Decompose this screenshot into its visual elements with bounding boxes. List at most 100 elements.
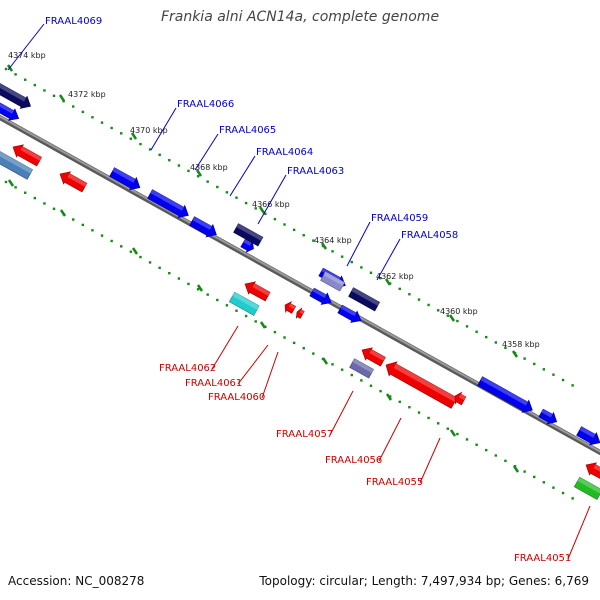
scale-dot [264,212,267,215]
gene-label: FRAAL4065 [219,125,276,136]
tick-label: 4360 kbp [440,307,478,316]
gene-highlight [369,349,386,361]
gene-label: FRAAL4058 [401,230,458,241]
scale-dot [292,341,296,345]
scale-dot [436,309,440,312]
scale-dot [158,266,161,269]
gene-label-group: FRAAL4062 [159,325,239,374]
scale-dot [129,250,133,253]
scale-dot [485,448,488,452]
scale-dot [283,223,286,226]
tick-label: 4362 kbp [376,272,414,281]
scale-dot [312,352,315,355]
gene-leader-line [237,344,269,385]
scale-dot [148,261,152,264]
scale-dot [158,153,161,156]
gene-highlight [288,303,296,310]
scale-dot [216,185,219,189]
tick-label: 4370 kbp [130,126,168,135]
gene-highlight [192,216,212,230]
gene-feature [233,223,264,247]
scale-dot [129,137,133,140]
gene-highlight [577,477,600,494]
upper-scale-row [4,67,574,387]
scale-dot [273,217,277,221]
scale-dot [24,191,27,194]
tick-mark [384,278,392,286]
scale-dot [81,110,85,114]
scale-dot [187,169,190,173]
gene-label-group: FRAAL4058 [376,230,458,281]
scale-dot [427,416,430,420]
scale-dot [196,175,200,178]
scale-dot [52,94,56,98]
tick-mark [258,206,266,214]
gene-leader-line [257,174,287,225]
tick-mark [59,209,67,217]
gene-label: FRAAL4063 [287,166,344,177]
gene-label: FRAAL4061 [185,378,242,389]
scale-dot [292,228,296,232]
tick-mark [320,242,328,250]
gene-feature [244,281,271,302]
lower-scale-row [4,180,574,500]
tick-mark [7,179,15,187]
scale-dot [4,67,8,71]
scale-dot [475,330,478,333]
scale-dot [235,309,238,312]
gene-leader-line [150,107,177,151]
scale-dot [331,363,334,366]
tick-mark [511,350,519,358]
gene-label-group: FRAAL4069 [7,16,102,71]
gene-feature [320,271,346,292]
gene-highlight [593,464,600,472]
scale-dot [408,406,411,409]
scale-dot [379,276,382,280]
gene-body [585,462,600,479]
scale-dot [494,341,498,344]
tick-mark [58,94,66,102]
gene-label: FRAAL4056 [325,455,382,466]
gene-label: FRAAL4059 [371,213,428,224]
gene-label-group: FRAAL4066 [150,99,234,151]
gene-leader-line [211,325,239,370]
scale-dot [72,218,75,221]
scale-dot [552,373,555,376]
scale-dot [177,277,181,280]
scale-dot [216,298,219,302]
gene-label-group: FRAAL4064 [229,147,313,197]
gene-feature [576,426,600,446]
scale-dot [168,271,171,275]
scale-dot [408,293,411,296]
scale-dot [302,347,305,350]
gene-highlight [236,223,263,241]
scale-dot [168,158,171,162]
gene-highlight [0,102,14,114]
gene-label-group: FRAAL4057 [276,390,354,440]
gene-highlight [393,363,457,402]
gene-feature [385,361,458,409]
gene-highlight [67,173,87,187]
gene-feature [538,408,558,425]
gene-feature [189,216,217,238]
gene-highlight [579,426,596,438]
scale-dot [120,132,123,135]
scale-dot [504,459,507,463]
backbone-highlight [0,115,600,453]
gene-feature [585,462,600,479]
gene-feature [147,189,189,219]
scale-dot [360,379,363,382]
gene-highlight [458,394,466,401]
scale-dot [331,250,334,253]
scale-dot [533,475,536,479]
tick-label: 4364 kbp [314,236,352,245]
gene-highlight [541,409,553,418]
scale-dot [302,234,305,237]
gene-label: FRAAL4051 [514,553,571,564]
scale-dot [33,196,37,200]
scale-dot [369,384,373,387]
scale-dot [283,336,286,339]
gene-label-group: FRAAL4063 [257,166,344,225]
scale-dot [379,389,382,393]
tick-mark [196,284,204,292]
